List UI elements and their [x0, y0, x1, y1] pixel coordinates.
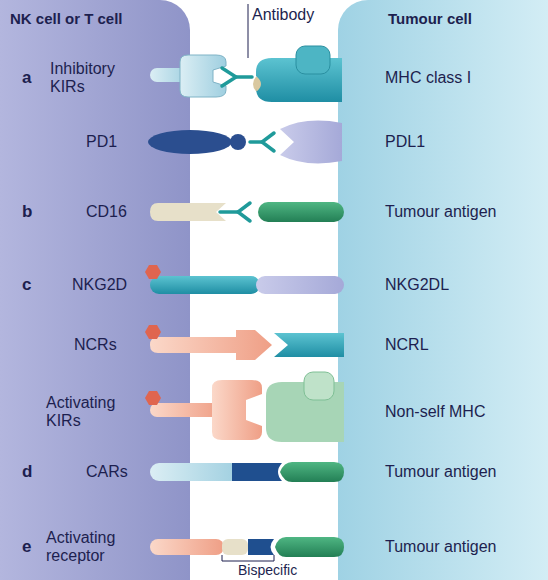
activating-receptor-symbol	[150, 539, 224, 555]
molecule-label: Bispecific	[238, 562, 328, 578]
bispecific-arm	[248, 539, 274, 555]
nkg2dl-symbol	[256, 276, 344, 294]
tumour-antigen-symbol	[258, 202, 344, 222]
tumour-antigen-symbol	[280, 462, 344, 482]
nkg2d-symbol	[150, 276, 260, 294]
bispecific-arm	[222, 539, 248, 555]
pd1-symbol	[148, 130, 246, 154]
antibody-symbol	[250, 133, 274, 151]
cd16-symbol	[150, 203, 226, 221]
tumour-antigen-symbol	[275, 537, 344, 557]
molecule-label: Antibody	[252, 6, 342, 24]
car-symbol	[150, 463, 240, 481]
pdl1-symbol	[280, 121, 342, 164]
antibody-symbol	[222, 68, 252, 86]
panel-heading: NK cell or T cell	[10, 10, 123, 27]
panel-heading: Tumour cell	[388, 10, 472, 27]
mhc-class-i-symbol	[256, 46, 342, 102]
antibody-symbol	[220, 203, 250, 221]
non-self-mhc-symbol	[266, 372, 344, 442]
bracket	[222, 555, 274, 561]
leader-line	[248, 4, 249, 58]
cell-panel: Tumour cell	[338, 0, 548, 580]
car-binding-domain	[232, 463, 282, 481]
ncrl-symbol	[274, 333, 344, 357]
